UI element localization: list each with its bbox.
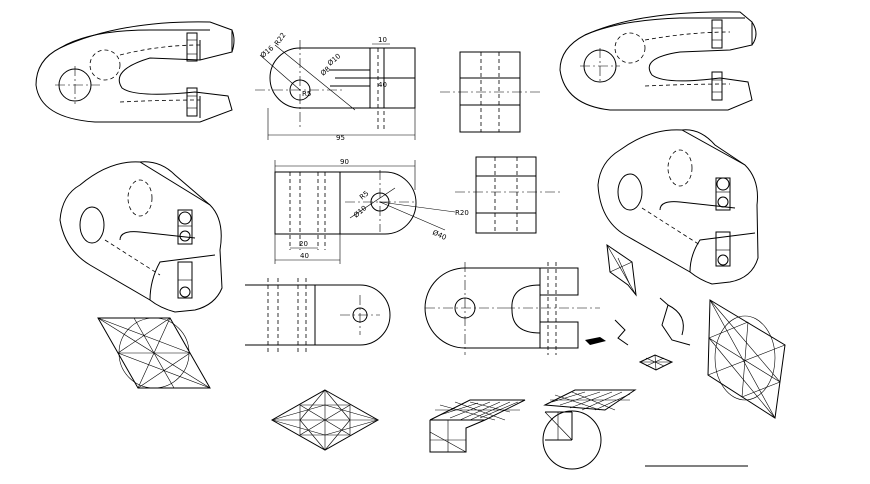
diamond-triangulated-bottom xyxy=(270,389,380,451)
dim-d-hole1: Ø16 xyxy=(259,44,276,60)
dim-mid-d-hole: Ø10 xyxy=(352,204,368,219)
l-shape-mesh-bottom xyxy=(429,399,526,453)
dim-mid-inner-total: 40 xyxy=(300,252,309,260)
top-view-lower-center xyxy=(424,262,600,355)
sketch-fragments xyxy=(585,243,748,467)
rhombus-triangulated-right xyxy=(707,299,786,419)
isometric-block-mid-left xyxy=(59,161,223,313)
isometric-clevis-top-left xyxy=(35,21,235,123)
isometric-clevis-top-right xyxy=(559,11,757,111)
dim-mid-inner-w: 20 xyxy=(299,240,308,248)
side-view-lower-left xyxy=(245,278,391,352)
dim-slot-depth: 40 xyxy=(378,81,387,89)
dim-total-width: 95 xyxy=(336,134,345,142)
dimensioned-top-view: 95 10 40 R22 Ø16 Ø8 R5 Ø10 xyxy=(255,31,416,142)
circle-mesh-bottom xyxy=(542,389,637,470)
dim-mid-r-hole: R5 xyxy=(358,189,370,201)
dim-r-small: R5 xyxy=(302,90,311,98)
dim-mid-total-width: 90 xyxy=(340,158,349,166)
rhombus-triangulated-left xyxy=(97,317,211,389)
isometric-block-mid-right xyxy=(597,129,759,285)
dim-mid-d-large: Ø40 xyxy=(431,229,447,242)
small-elevation-mid xyxy=(455,156,560,234)
small-elevation-top xyxy=(440,51,540,133)
dim-mid-r: R20 xyxy=(455,209,469,217)
dim-r-outer: R22 xyxy=(273,31,287,47)
dimensioned-mid-view: 90 R20 Ø40 Ø10 R5 20 40 xyxy=(274,158,469,264)
dim-slot-width: 10 xyxy=(378,36,387,44)
dim-d-small: Ø10 xyxy=(326,52,342,67)
